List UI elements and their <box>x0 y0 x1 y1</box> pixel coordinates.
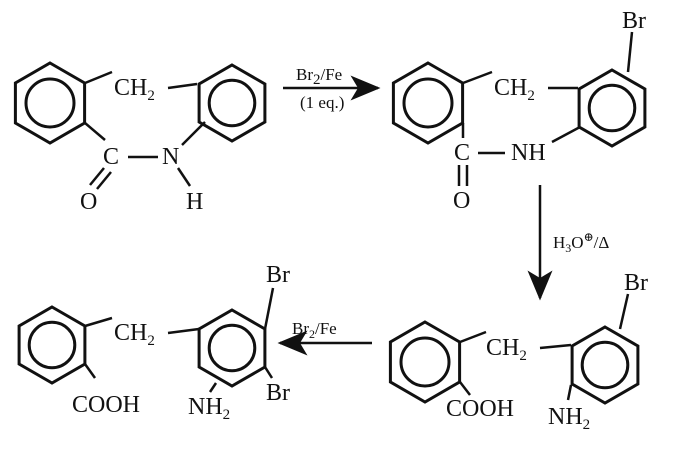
hexagon-outline <box>388 320 462 404</box>
hydrogen-label: H <box>186 189 203 215</box>
benzene-ring <box>17 305 87 385</box>
reagent-label: H3O⊕/Δ <box>553 230 609 255</box>
carboxylic-acid-label: COOH <box>72 392 140 418</box>
reaction-arrow-2: H3O⊕/Δ <box>527 185 609 301</box>
reaction-arrow-1: Br2/Fe (1 eq.) <box>283 65 381 112</box>
ch2-label: CH2 <box>494 75 535 104</box>
aromatic-circle <box>27 320 77 370</box>
amino-acid-intermediate: CH2 Br COOH NH2 <box>388 270 648 433</box>
amine-label: NH2 <box>188 394 230 423</box>
ch2-label: CH2 <box>114 320 155 349</box>
ch2-label: CH2 <box>114 75 155 104</box>
carboxylic-acid-label: COOH <box>446 396 514 422</box>
aromatic-circle <box>580 340 630 390</box>
hexagon-outline <box>197 308 267 388</box>
hexagon-outline <box>570 325 640 405</box>
benzene-ring <box>577 68 647 148</box>
nh-label: NH <box>511 140 546 166</box>
aromatic-circle <box>587 83 637 133</box>
bromo-lactam-product: CH2 Br C NH O <box>391 8 647 214</box>
lactam-reactant: CH2 C N O H <box>13 61 267 215</box>
benzene-ring <box>197 308 267 388</box>
bromo-top-label: Br <box>266 262 290 288</box>
benzene-ring <box>570 325 640 405</box>
carbon-label: C <box>103 144 119 170</box>
oxygen-label: O <box>453 188 470 214</box>
oxygen-label: O <box>80 189 97 215</box>
aromatic-circle <box>207 323 257 373</box>
nitrogen-label: N <box>162 144 179 170</box>
reagent-label: Br2/Fe <box>296 65 342 88</box>
aromatic-circle <box>207 78 257 128</box>
hexagon-outline <box>197 63 267 143</box>
benzene-ring <box>388 320 462 404</box>
hexagon-outline <box>13 61 87 145</box>
carbon-label: C <box>454 140 470 166</box>
dibromo-product: CH2 Br Br COOH NH2 <box>17 262 290 423</box>
benzene-ring <box>391 61 465 145</box>
benzene-ring <box>13 61 87 145</box>
reagent-label: Br2/Fe <box>292 319 337 341</box>
bromo-label: Br <box>622 8 646 34</box>
aromatic-circle <box>402 77 454 129</box>
hexagon-outline <box>391 61 465 145</box>
reaction-arrow-3: Br2/Fe <box>277 319 372 356</box>
benzene-ring <box>197 63 267 143</box>
ch2-label: CH2 <box>486 335 527 364</box>
bromo-bottom-label: Br <box>266 380 290 406</box>
equivalents-label: (1 eq.) <box>300 93 344 112</box>
hexagon-outline <box>577 68 647 148</box>
hexagon-outline <box>17 305 87 385</box>
aromatic-circle <box>24 77 76 129</box>
amine-label: NH2 <box>548 404 590 433</box>
aromatic-circle <box>399 336 451 388</box>
bromo-label: Br <box>624 270 648 296</box>
